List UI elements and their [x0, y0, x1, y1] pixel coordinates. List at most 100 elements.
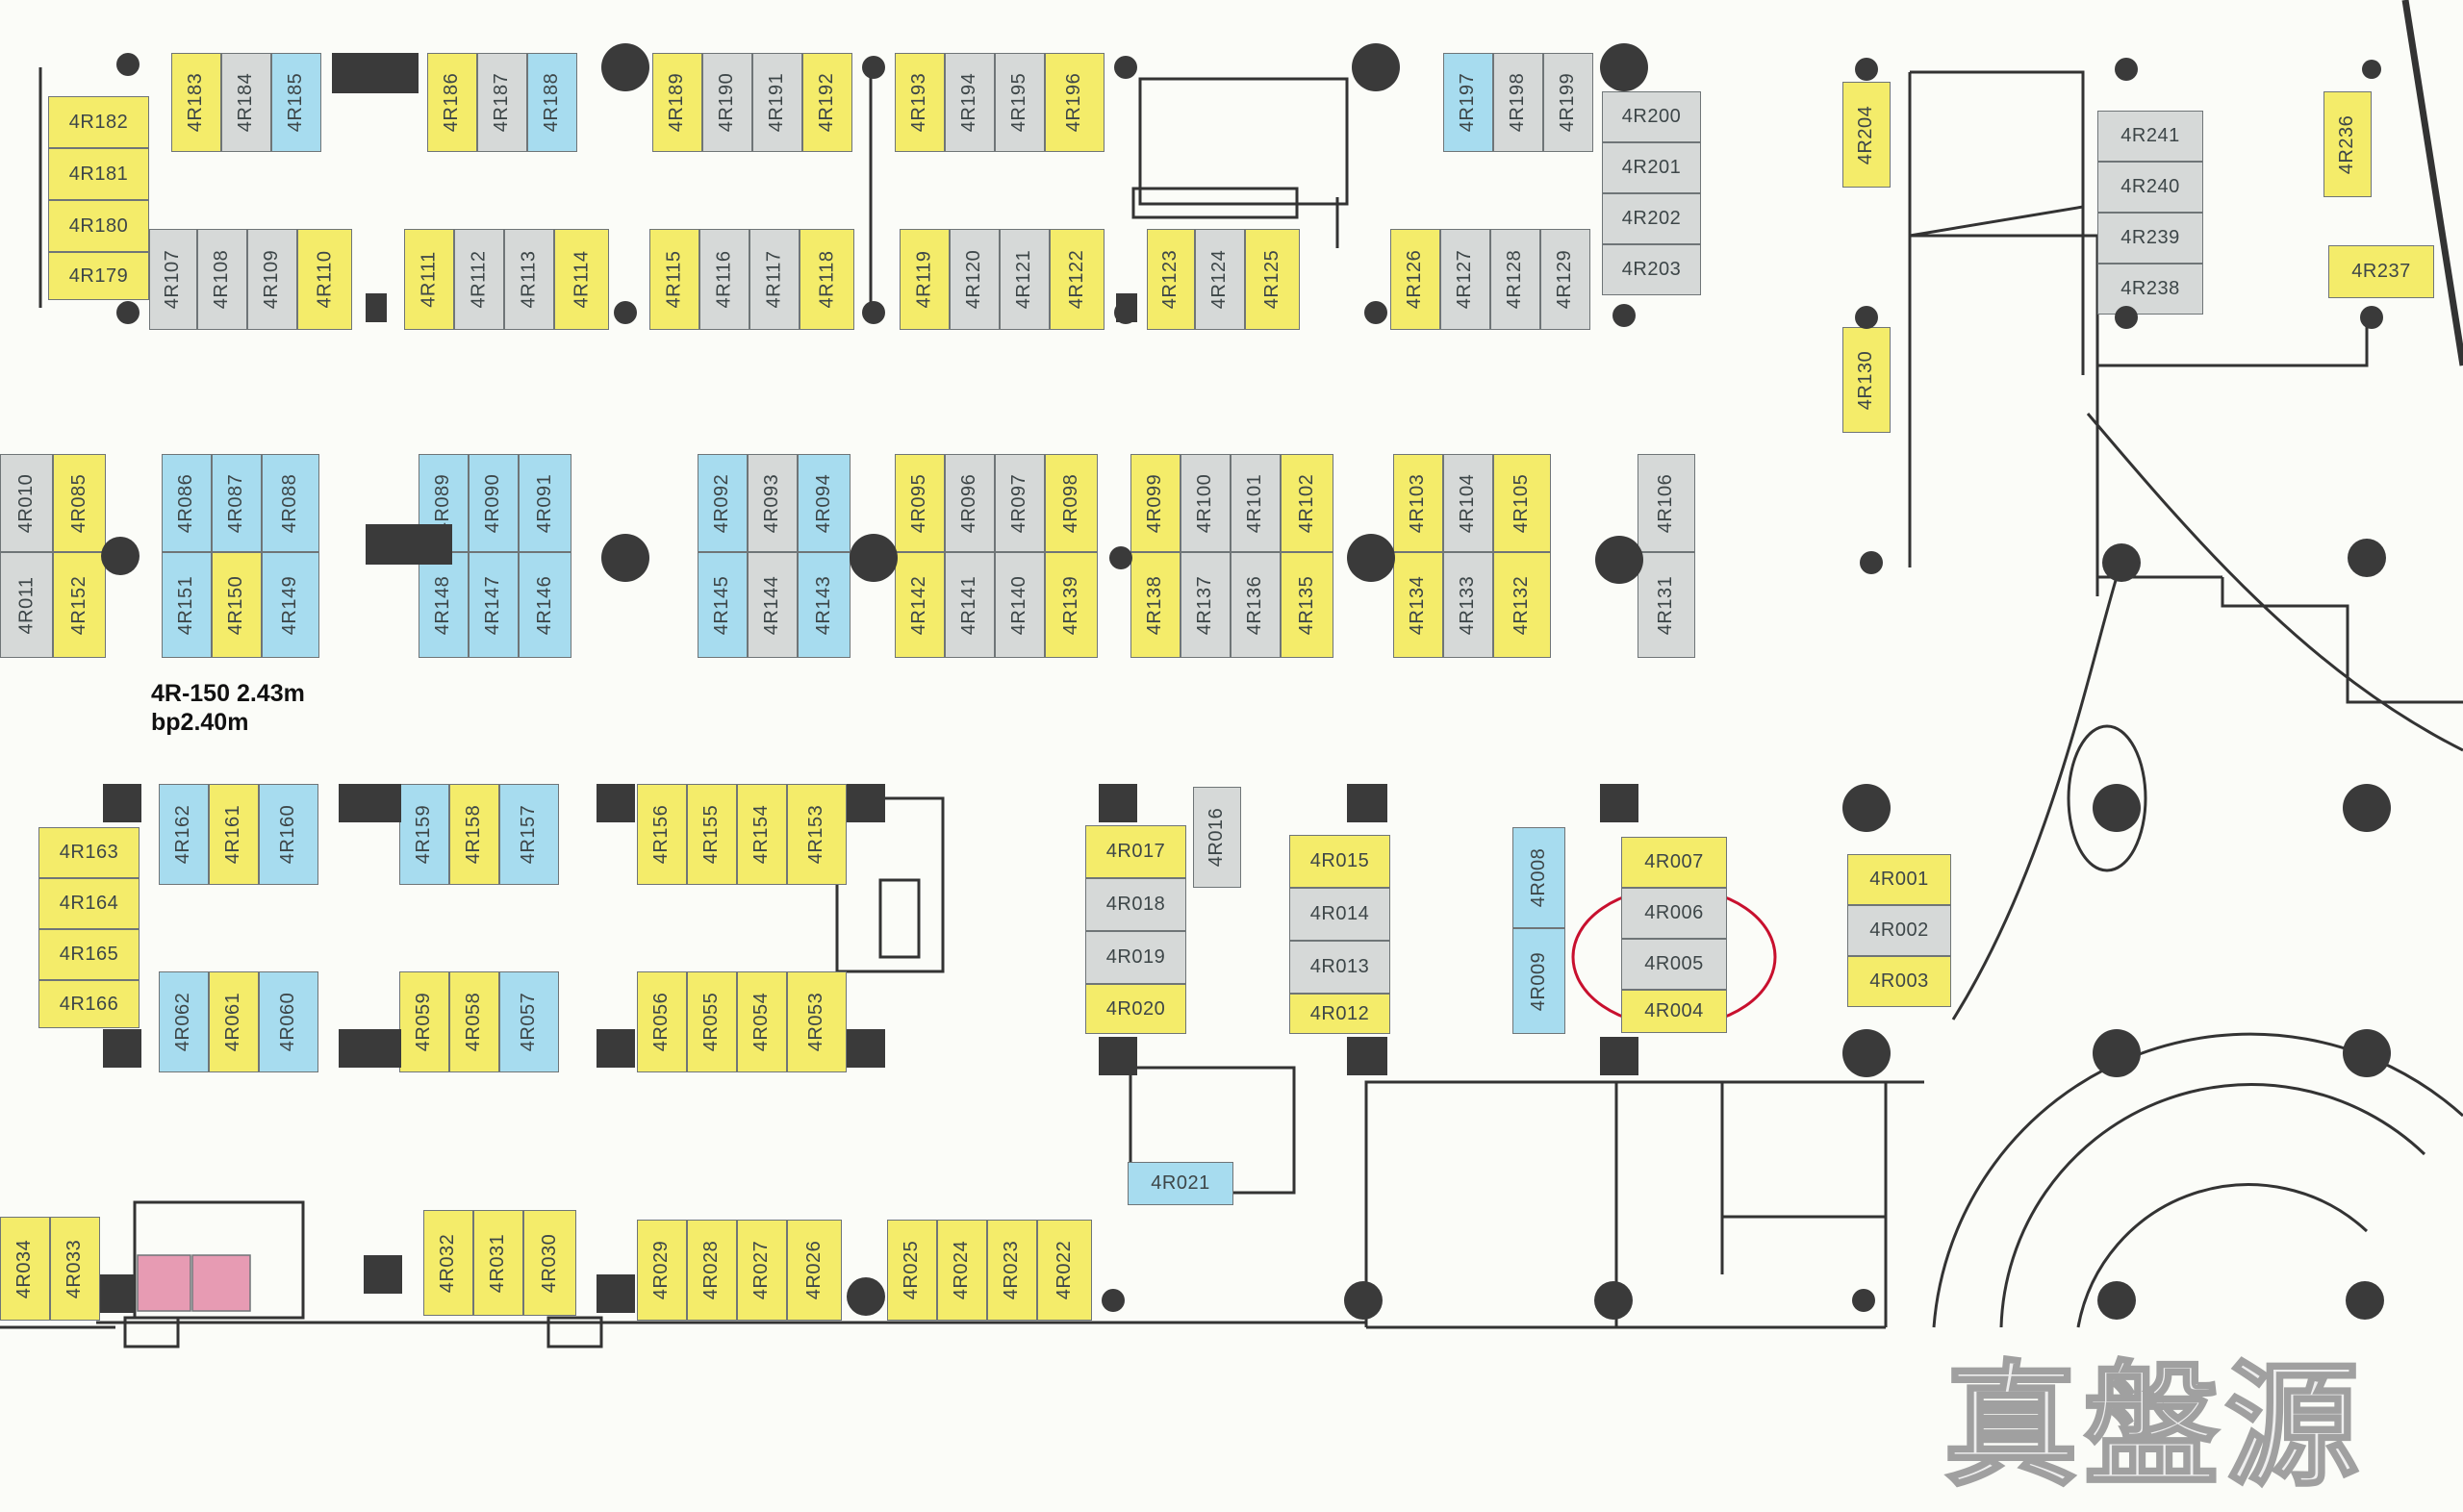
unit-4r121[interactable]: 4R121 [1000, 229, 1050, 330]
unit-4r059[interactable]: 4R059 [399, 971, 449, 1072]
unit-4r122[interactable]: 4R122 [1050, 229, 1105, 330]
unit-4r124[interactable]: 4R124 [1195, 229, 1245, 330]
unit-4r153[interactable]: 4R153 [787, 784, 847, 885]
unit-4r192[interactable]: 4R192 [802, 53, 852, 152]
unit-4r142[interactable]: 4R142 [895, 552, 945, 658]
unit-4r166[interactable]: 4R166 [38, 980, 140, 1028]
unit-4r028[interactable]: 4R028 [687, 1220, 737, 1321]
unit-4r204[interactable]: 4R204 [1842, 82, 1891, 188]
unit-4r126[interactable]: 4R126 [1390, 229, 1440, 330]
unit-4r147[interactable]: 4R147 [469, 552, 519, 658]
unit-4r055[interactable]: 4R055 [687, 971, 737, 1072]
unit-4r187[interactable]: 4R187 [477, 53, 527, 152]
unit-4r199[interactable]: 4R199 [1543, 53, 1593, 152]
unit-4r236[interactable]: 4R236 [2323, 91, 2372, 197]
unit-4r053[interactable]: 4R053 [787, 971, 847, 1072]
unit-4r158[interactable]: 4R158 [449, 784, 499, 885]
unit-4r163[interactable]: 4R163 [38, 827, 140, 878]
unit-4r127[interactable]: 4R127 [1440, 229, 1490, 330]
unit-4r181[interactable]: 4R181 [48, 148, 149, 200]
unit-4r185[interactable]: 4R185 [271, 53, 321, 152]
unit-4r138[interactable]: 4R138 [1130, 552, 1181, 658]
unit-4r014[interactable]: 4R014 [1289, 888, 1390, 941]
unit-4r029[interactable]: 4R029 [637, 1220, 687, 1321]
unit-4r033[interactable]: 4R033 [50, 1217, 100, 1321]
unit-4r202[interactable]: 4R202 [1602, 193, 1701, 244]
unit-4r162[interactable]: 4R162 [159, 784, 209, 885]
unit-4r001[interactable]: 4R001 [1847, 854, 1951, 905]
unit-4r091[interactable]: 4R091 [519, 454, 571, 552]
unit-4r054[interactable]: 4R054 [737, 971, 787, 1072]
unit-4r107[interactable]: 4R107 [149, 229, 197, 330]
unit-4r189[interactable]: 4R189 [652, 53, 702, 152]
unit-4r085[interactable]: 4R085 [53, 454, 106, 552]
unit-4r134[interactable]: 4R134 [1393, 552, 1443, 658]
unit-4r013[interactable]: 4R013 [1289, 941, 1390, 994]
unit-4r019[interactable]: 4R019 [1085, 931, 1186, 984]
unit-4r003[interactable]: 4R003 [1847, 956, 1951, 1007]
unit-4r197[interactable]: 4R197 [1443, 53, 1493, 152]
unit-4r193[interactable]: 4R193 [895, 53, 945, 152]
unit-4r188[interactable]: 4R188 [527, 53, 577, 152]
unit-4r111[interactable]: 4R111 [404, 229, 454, 330]
unit-4r034[interactable]: 4R034 [0, 1217, 50, 1321]
unit-4r114[interactable]: 4R114 [554, 229, 609, 330]
unit-4r017[interactable]: 4R017 [1085, 825, 1186, 878]
unit-4r154[interactable]: 4R154 [737, 784, 787, 885]
unit-4r150[interactable]: 4R150 [212, 552, 262, 658]
unit-4r240[interactable]: 4R240 [2097, 162, 2203, 213]
unit-4r018[interactable]: 4R018 [1085, 878, 1186, 931]
unit-4r061[interactable]: 4R061 [209, 971, 259, 1072]
unit-4r087[interactable]: 4R087 [212, 454, 262, 552]
unit-4r117[interactable]: 4R117 [749, 229, 800, 330]
unit-4r115[interactable]: 4R115 [649, 229, 699, 330]
unit-4r130[interactable]: 4R130 [1842, 327, 1891, 433]
unit-4r100[interactable]: 4R100 [1181, 454, 1231, 552]
unit-4r109[interactable]: 4R109 [247, 229, 297, 330]
unit-4r093[interactable]: 4R093 [748, 454, 798, 552]
unit-4r015[interactable]: 4R015 [1289, 835, 1390, 888]
unit-4r026[interactable]: 4R026 [787, 1220, 842, 1321]
unit-4r128[interactable]: 4R128 [1490, 229, 1540, 330]
unit-4r023[interactable]: 4R023 [987, 1220, 1037, 1321]
unit-4r200[interactable]: 4R200 [1602, 91, 1701, 142]
unit-4r155[interactable]: 4R155 [687, 784, 737, 885]
unit-4r152[interactable]: 4R152 [53, 552, 106, 658]
unit-4r164[interactable]: 4R164 [38, 878, 140, 929]
unit-4r190[interactable]: 4R190 [702, 53, 752, 152]
unit-4r118[interactable]: 4R118 [800, 229, 854, 330]
unit-4r179[interactable]: 4R179 [48, 252, 149, 300]
unit-4r099[interactable]: 4R099 [1130, 454, 1181, 552]
unit-4r183[interactable]: 4R183 [171, 53, 221, 152]
unit-4r239[interactable]: 4R239 [2097, 213, 2203, 264]
unit-4r184[interactable]: 4R184 [221, 53, 271, 152]
unit-4r056[interactable]: 4R056 [637, 971, 687, 1072]
unit-4r149[interactable]: 4R149 [262, 552, 319, 658]
unit-4r119[interactable]: 4R119 [900, 229, 950, 330]
unit-4r186[interactable]: 4R186 [427, 53, 477, 152]
unit-4r191[interactable]: 4R191 [752, 53, 802, 152]
unit-4r110[interactable]: 4R110 [297, 229, 352, 330]
unit-4r022[interactable]: 4R022 [1037, 1220, 1092, 1321]
unit-4r009[interactable]: 4R009 [1512, 928, 1565, 1034]
unit-4r010[interactable]: 4R010 [0, 454, 53, 552]
unit-4r097[interactable]: 4R097 [995, 454, 1045, 552]
unit-4r025[interactable]: 4R025 [887, 1220, 937, 1321]
unit-4r132[interactable]: 4R132 [1493, 552, 1551, 658]
unit-4r116[interactable]: 4R116 [699, 229, 749, 330]
unit-4r008[interactable]: 4R008 [1512, 827, 1565, 928]
unit-4r006[interactable]: 4R006 [1621, 888, 1727, 939]
unit-4r198[interactable]: 4R198 [1493, 53, 1543, 152]
unit-4r005[interactable]: 4R005 [1621, 939, 1727, 990]
unit-4r002[interactable]: 4R002 [1847, 905, 1951, 956]
unit-4r113[interactable]: 4R113 [504, 229, 554, 330]
unit-4r101[interactable]: 4R101 [1231, 454, 1281, 552]
unit-4r012[interactable]: 4R012 [1289, 994, 1390, 1034]
unit-4r241[interactable]: 4R241 [2097, 111, 2203, 162]
unit-4r195[interactable]: 4R195 [995, 53, 1045, 152]
unit-4r238[interactable]: 4R238 [2097, 264, 2203, 315]
unit-4r057[interactable]: 4R057 [499, 971, 559, 1072]
unit-4r058[interactable]: 4R058 [449, 971, 499, 1072]
unit-4r108[interactable]: 4R108 [197, 229, 247, 330]
unit-4r095[interactable]: 4R095 [895, 454, 945, 552]
